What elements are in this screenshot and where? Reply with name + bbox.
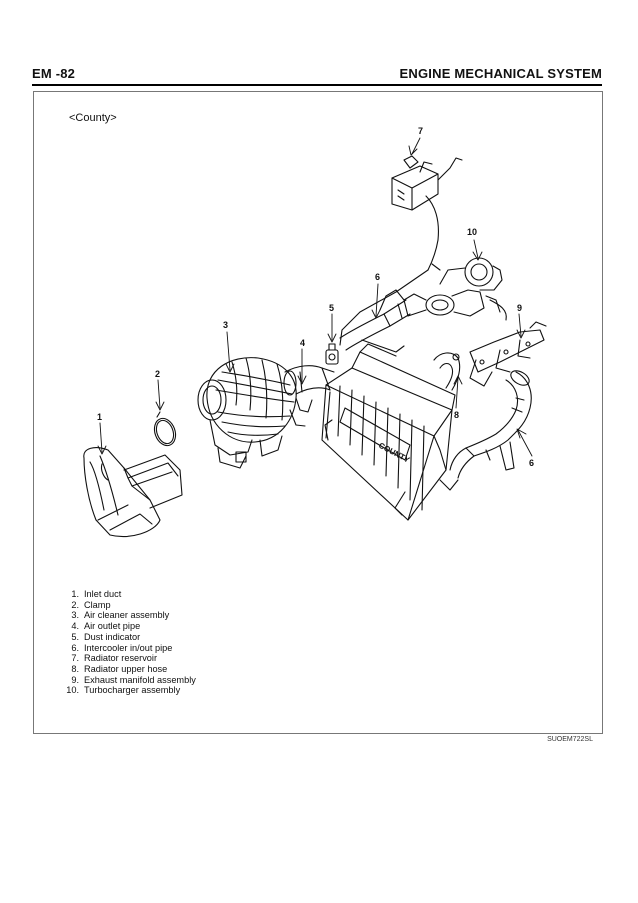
legend-label: Turbocharger assembly <box>84 685 181 696</box>
callout-6-upper: 6 <box>375 272 380 282</box>
intercooler-pipe-upper-drawing <box>339 299 411 353</box>
legend-label: Air cleaner assembly <box>84 610 170 621</box>
legend-label: Dust indicator <box>84 631 141 642</box>
figure-code: SUOEM722SL <box>547 736 593 743</box>
exhaust-manifold-drawing <box>469 321 547 387</box>
legend-number: 10. <box>66 685 79 696</box>
legend-number: 4. <box>71 621 79 632</box>
dust-indicator-drawing <box>325 343 339 365</box>
radiator-reservoir-drawing <box>339 155 463 346</box>
legend-item: 4. Air outlet pipe <box>62 621 196 632</box>
legend-label: Clamp <box>84 599 111 610</box>
legend-label: Air outlet pipe <box>84 621 141 632</box>
turbocharger-drawing <box>379 257 507 321</box>
callout-3: 3 <box>223 320 228 330</box>
callout-9: 9 <box>517 303 522 313</box>
section-code: EM -82 <box>32 66 76 81</box>
radiator-upper-hose-drawing <box>433 352 461 391</box>
legend-label: Radiator reservoir <box>84 653 158 664</box>
legend-number: 8. <box>71 663 79 674</box>
legend-item: 9. Exhaust manifold assembly <box>62 675 196 686</box>
callout-8: 8 <box>454 410 459 420</box>
figure-frame <box>33 91 603 734</box>
intercooler-pipe-lower-drawing <box>449 370 532 479</box>
inlet-duct-drawing <box>83 447 183 538</box>
legend-number: 2. <box>71 599 79 610</box>
legend-item: 6. Intercooler in/out pipe <box>62 643 196 654</box>
callout-5: 5 <box>329 303 334 313</box>
legend-item: 5. Dust indicator <box>62 632 196 643</box>
air-cleaner-drawing <box>197 357 313 469</box>
legend-item: 10. Turbocharger assembly <box>62 685 196 696</box>
callout-7: 7 <box>418 126 423 136</box>
legend-number: 1. <box>71 589 79 599</box>
radiator-logo: COUNTY <box>377 441 412 465</box>
legend-item: 1. Inlet duct <box>62 589 196 600</box>
legend-number: 9. <box>71 674 79 685</box>
legend-label: Inlet duct <box>84 589 122 599</box>
clamp-drawing <box>153 411 177 447</box>
callout-2: 2 <box>155 369 160 379</box>
section-title: ENGINE MECHANICAL SYSTEM <box>399 66 602 81</box>
radiator-drawing <box>321 343 459 521</box>
legend-label: Exhaust manifold assembly <box>84 674 196 685</box>
callout-1: 1 <box>97 412 102 422</box>
legend-label: Radiator upper hose <box>84 663 168 674</box>
legend-item: 2. Clamp <box>62 600 196 611</box>
legend-item: 3. Air cleaner assembly <box>62 610 196 621</box>
legend-item: 7. Radiator reservoir <box>62 653 196 664</box>
callout-4: 4 <box>300 338 305 348</box>
legend-number: 7. <box>71 653 79 664</box>
header-rule <box>32 84 602 86</box>
callout-10: 10 <box>467 227 477 237</box>
parts-legend: 1. Inlet duct 2. Clamp 3. Air cleaner assem… <box>62 589 196 696</box>
callout-6-lower: 6 <box>529 458 534 468</box>
legend-number: 6. <box>71 642 79 653</box>
legend-item: 8. Radiator upper hose <box>62 664 196 675</box>
legend-label: Intercooler in/out pipe <box>84 642 173 653</box>
leader-lines <box>97 137 533 457</box>
figure-subtitle: <County> <box>69 112 117 124</box>
engine-intake-diagram: COUNTY 1 2 3 4 5 6 7 8 9 10 6 <box>83 126 547 538</box>
air-outlet-pipe-drawing <box>283 365 335 396</box>
legend-number: 5. <box>71 631 79 642</box>
legend-number: 3. <box>71 610 79 621</box>
